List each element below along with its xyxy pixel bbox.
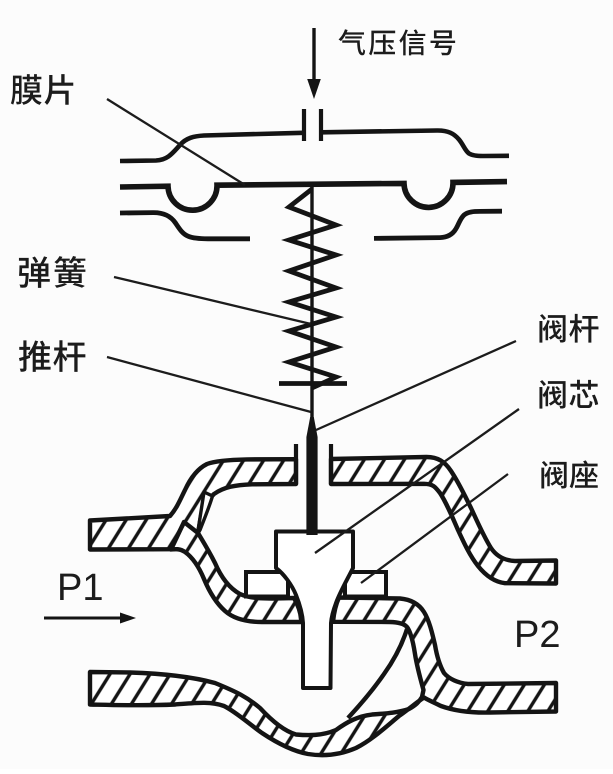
svg-text:P2: P2 [514, 614, 560, 656]
svg-text:P1: P1 [57, 567, 103, 609]
